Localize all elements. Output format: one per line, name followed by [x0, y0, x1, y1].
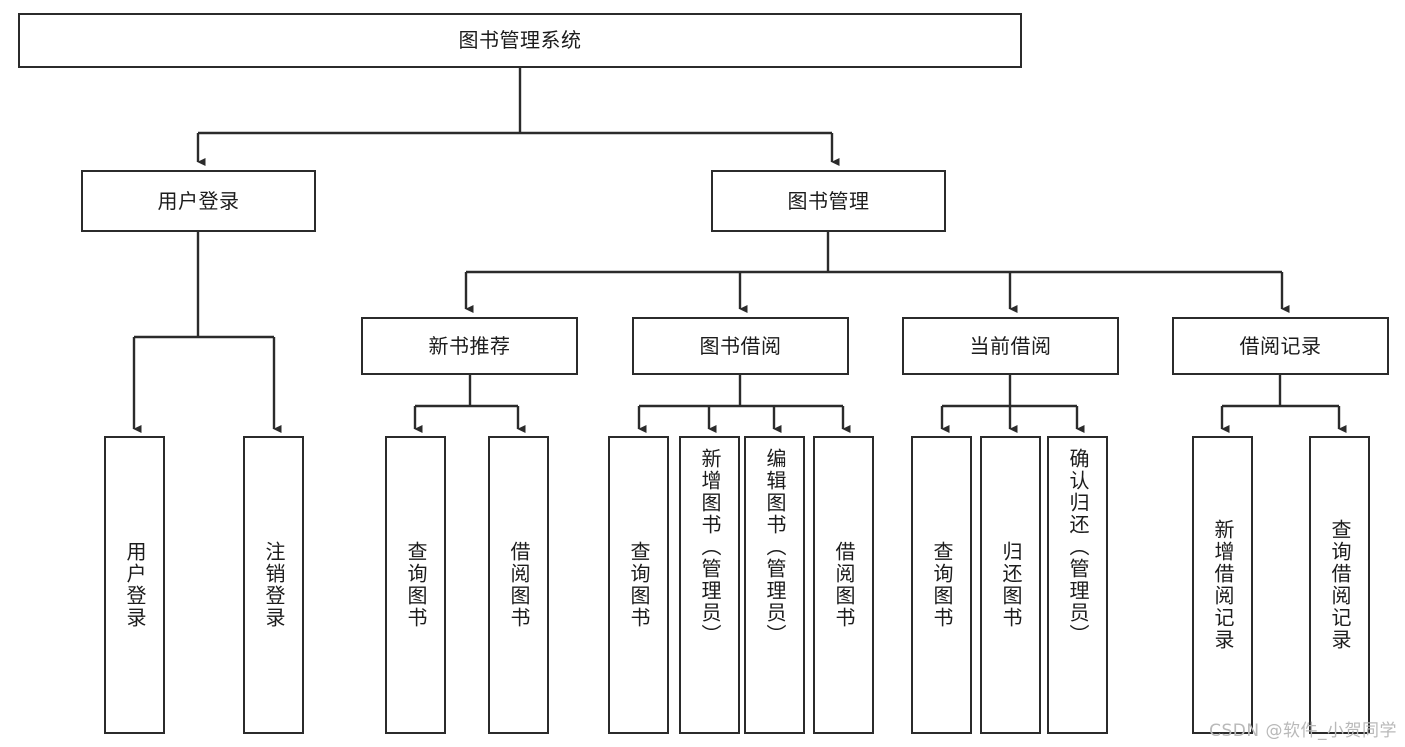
node-borrow-record[interactable]: 借阅记录: [1172, 317, 1389, 375]
node-leaf-add-book[interactable]: 新增图书（管理员）: [679, 436, 740, 734]
node-leaf-query-book-1[interactable]: 查询图书: [385, 436, 446, 734]
node-leaf-edit-book-label: 编辑图书（管理员）: [763, 448, 787, 646]
node-borrow-record-label: 借阅记录: [1239, 333, 1322, 358]
node-leaf-user-logout-label: 注销登录: [262, 541, 286, 629]
node-leaf-confirm-return[interactable]: 确认归还（管理员）: [1047, 436, 1108, 734]
node-leaf-query-book-1-label: 查询图书: [404, 541, 428, 629]
node-leaf-add-record-label: 新增借阅记录: [1211, 519, 1235, 651]
node-root[interactable]: 图书管理系统: [18, 13, 1022, 68]
node-leaf-user-login-label: 用户登录: [123, 541, 147, 629]
node-leaf-return-book[interactable]: 归还图书: [980, 436, 1041, 734]
node-leaf-user-logout[interactable]: 注销登录: [243, 436, 304, 734]
node-book-management[interactable]: 图书管理: [711, 170, 946, 232]
node-leaf-query-book-2-label: 查询图书: [627, 541, 651, 629]
node-leaf-add-record[interactable]: 新增借阅记录: [1192, 436, 1253, 734]
node-book-borrow[interactable]: 图书借阅: [632, 317, 849, 375]
node-leaf-query-book-3[interactable]: 查询图书: [911, 436, 972, 734]
node-leaf-borrow-book-2-label: 借阅图书: [832, 541, 856, 629]
node-leaf-edit-book[interactable]: 编辑图书（管理员）: [744, 436, 805, 734]
node-current-borrow[interactable]: 当前借阅: [902, 317, 1119, 375]
node-leaf-add-book-label: 新增图书（管理员）: [698, 448, 722, 646]
node-leaf-user-login[interactable]: 用户登录: [104, 436, 165, 734]
node-leaf-borrow-book-1-label: 借阅图书: [507, 541, 531, 629]
node-book-management-label: 图书管理: [787, 188, 870, 213]
node-user-login-label: 用户登录: [157, 188, 240, 213]
node-leaf-query-record-label: 查询借阅记录: [1328, 519, 1352, 651]
node-root-label: 图书管理系统: [458, 28, 582, 52]
node-book-borrow-label: 图书借阅: [699, 333, 782, 358]
node-new-book-recommend-label: 新书推荐: [428, 333, 511, 358]
node-leaf-confirm-return-label: 确认归还（管理员）: [1066, 448, 1090, 646]
node-leaf-query-record[interactable]: 查询借阅记录: [1309, 436, 1370, 734]
node-leaf-return-book-label: 归还图书: [999, 541, 1023, 629]
node-user-login[interactable]: 用户登录: [81, 170, 316, 232]
watermark-text: CSDN @软件_小贺同学: [1209, 721, 1397, 741]
node-leaf-borrow-book-2[interactable]: 借阅图书: [813, 436, 874, 734]
node-leaf-query-book-2[interactable]: 查询图书: [608, 436, 669, 734]
node-leaf-query-book-3-label: 查询图书: [930, 541, 954, 629]
node-new-book-recommend[interactable]: 新书推荐: [361, 317, 578, 375]
node-current-borrow-label: 当前借阅: [969, 333, 1052, 358]
node-leaf-borrow-book-1[interactable]: 借阅图书: [488, 436, 549, 734]
